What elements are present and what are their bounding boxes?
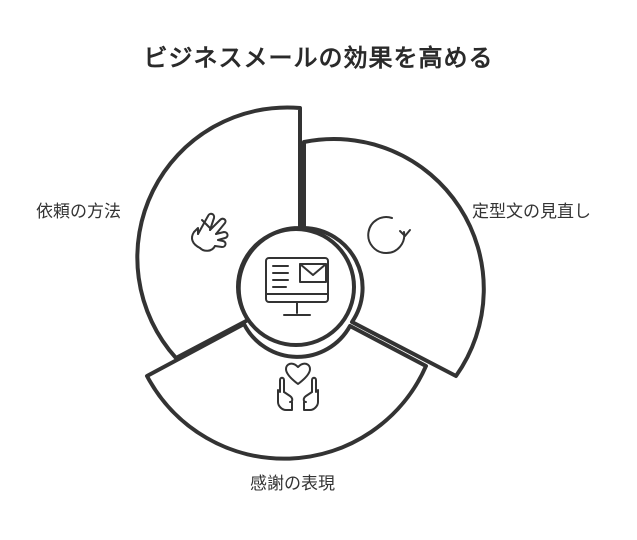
label-template-review: 定型文の見直し	[472, 202, 591, 222]
label-gratitude: 感謝の表現	[250, 474, 335, 494]
center-circle	[236, 227, 356, 347]
heart-hands-icon	[277, 362, 319, 411]
diagram-title: ビジネスメールの効果を高める	[143, 44, 494, 72]
segment-gratitude	[145, 322, 428, 461]
segment-template-review	[302, 137, 486, 378]
computer-mail-icon	[265, 257, 329, 316]
crossed-fingers-icon	[191, 212, 229, 252]
refresh-icon	[367, 216, 411, 255]
label-request-method: 依頼の方法	[36, 202, 121, 222]
